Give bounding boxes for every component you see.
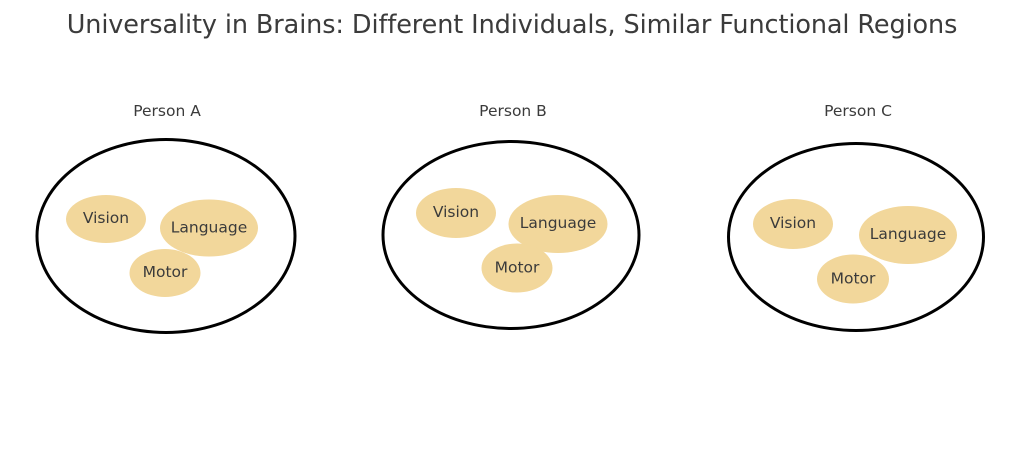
region-label: Vision xyxy=(432,203,480,222)
person-label: Person C xyxy=(824,102,892,120)
region-label: Motor xyxy=(494,258,540,277)
region-vision: Vision xyxy=(416,188,496,238)
region-label: Language xyxy=(519,214,597,233)
region-language: Language xyxy=(160,199,258,257)
region-label: Language xyxy=(869,225,947,244)
person-label: Person A xyxy=(133,102,201,120)
figure-title: Universality in Brains: Different Indivi… xyxy=(66,10,958,40)
region-vision: Vision xyxy=(66,195,146,243)
region-label: Language xyxy=(170,218,248,237)
region-vision: Vision xyxy=(753,199,833,249)
person-label: Person B xyxy=(479,102,547,120)
region-label: Motor xyxy=(142,263,188,282)
region-motor: Motor xyxy=(129,249,201,297)
region-label: Motor xyxy=(830,269,876,288)
region-label: Vision xyxy=(769,214,817,233)
region-language: Language xyxy=(859,206,957,264)
region-motor: Motor xyxy=(817,254,889,304)
region-label: Vision xyxy=(82,209,130,228)
region-motor: Motor xyxy=(481,243,553,293)
